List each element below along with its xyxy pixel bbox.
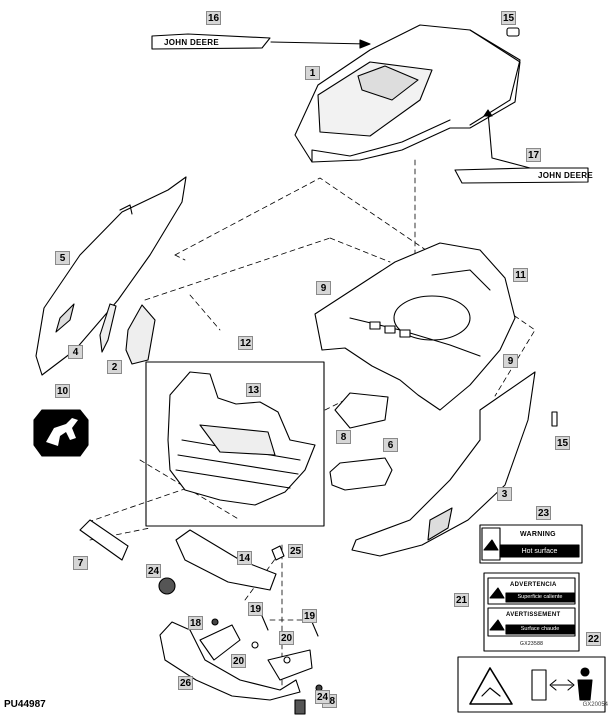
callout-1: 1 (305, 66, 320, 80)
callout-24-a: 24 (146, 564, 161, 578)
fastener-15-right (551, 411, 558, 427)
bolt-19-a (261, 615, 269, 631)
label-21-code: GX23588 (520, 641, 544, 647)
callout-12: 12 (238, 336, 253, 350)
callout-16: 16 (206, 11, 221, 25)
pictorial-label-22 (457, 656, 606, 713)
cap-24-lower (294, 699, 306, 715)
lower-bumper-14 (175, 529, 277, 591)
callout-8: 8 (336, 430, 351, 444)
callout-4: 4 (68, 345, 83, 359)
figure-reference: PU44987 (4, 699, 46, 710)
decal-17-text: JOHN DEERE (538, 171, 594, 180)
callout-3: 3 (497, 487, 512, 501)
callout-24-b: 24 (315, 690, 330, 704)
callout-20-b: 20 (279, 631, 294, 645)
dash-frame-11 (314, 242, 516, 411)
decal-17 (454, 109, 589, 184)
label-21-panel1-header: ADVERTENCIA (510, 582, 557, 588)
right-side-panel-3 (351, 371, 536, 557)
decal-16 (151, 33, 371, 50)
callout-13: 13 (246, 383, 261, 397)
callout-14: 14 (237, 551, 252, 565)
john-deere-logo-10 (33, 409, 89, 457)
left-side-panel-5 (35, 176, 187, 376)
bracket-4 (99, 303, 117, 353)
label-21-panel2-text: Surface chaude (506, 625, 574, 634)
trim-strip-7 (79, 519, 129, 561)
callout-2: 2 (107, 360, 122, 374)
nut-18-a (211, 618, 219, 626)
callout-23: 23 (536, 506, 551, 520)
callout-19-b: 19 (302, 609, 317, 623)
callout-25: 25 (288, 544, 303, 558)
bolt-19-b (311, 621, 319, 637)
callout-6: 6 (383, 438, 398, 452)
corner-code: GX20054 (582, 702, 608, 708)
callout-11: 11 (513, 268, 528, 282)
callout-10: 10 (55, 384, 70, 398)
callout-15-a: 15 (501, 11, 516, 25)
label-21-panel2-header: AVERTISSEMENT (506, 612, 561, 618)
lens-6 (329, 457, 393, 491)
callout-7: 7 (73, 556, 88, 570)
label-21-panel1-text: Superficie caliente (506, 593, 574, 602)
clip-25 (271, 545, 285, 561)
fastener-15-top (506, 27, 520, 37)
callout-21: 21 (454, 593, 469, 607)
callout-9-a: 9 (316, 281, 331, 295)
callout-19-a: 19 (248, 602, 263, 616)
label-23-header: WARNING (520, 531, 556, 538)
grille-group-box (145, 361, 325, 527)
front-bumper-26 (159, 621, 313, 701)
washer-20-a (251, 641, 259, 649)
panel-8 (334, 392, 389, 429)
washer-20-b (283, 656, 291, 664)
callout-15-b: 15 (555, 436, 570, 450)
callout-26: 26 (178, 676, 193, 690)
hood-part (294, 24, 521, 163)
callout-5: 5 (55, 251, 70, 265)
grille-12 (167, 371, 316, 506)
decal-16-text: JOHN DEERE (164, 38, 220, 47)
label-23-text: Hot surface (500, 546, 579, 557)
bracket-2 (125, 304, 156, 365)
callout-20-a: 20 (231, 654, 246, 668)
callout-22: 22 (586, 632, 601, 646)
cap-24 (158, 577, 176, 595)
callout-17: 17 (526, 148, 541, 162)
callout-18-a: 18 (188, 616, 203, 630)
callout-9-b: 9 (503, 354, 518, 368)
